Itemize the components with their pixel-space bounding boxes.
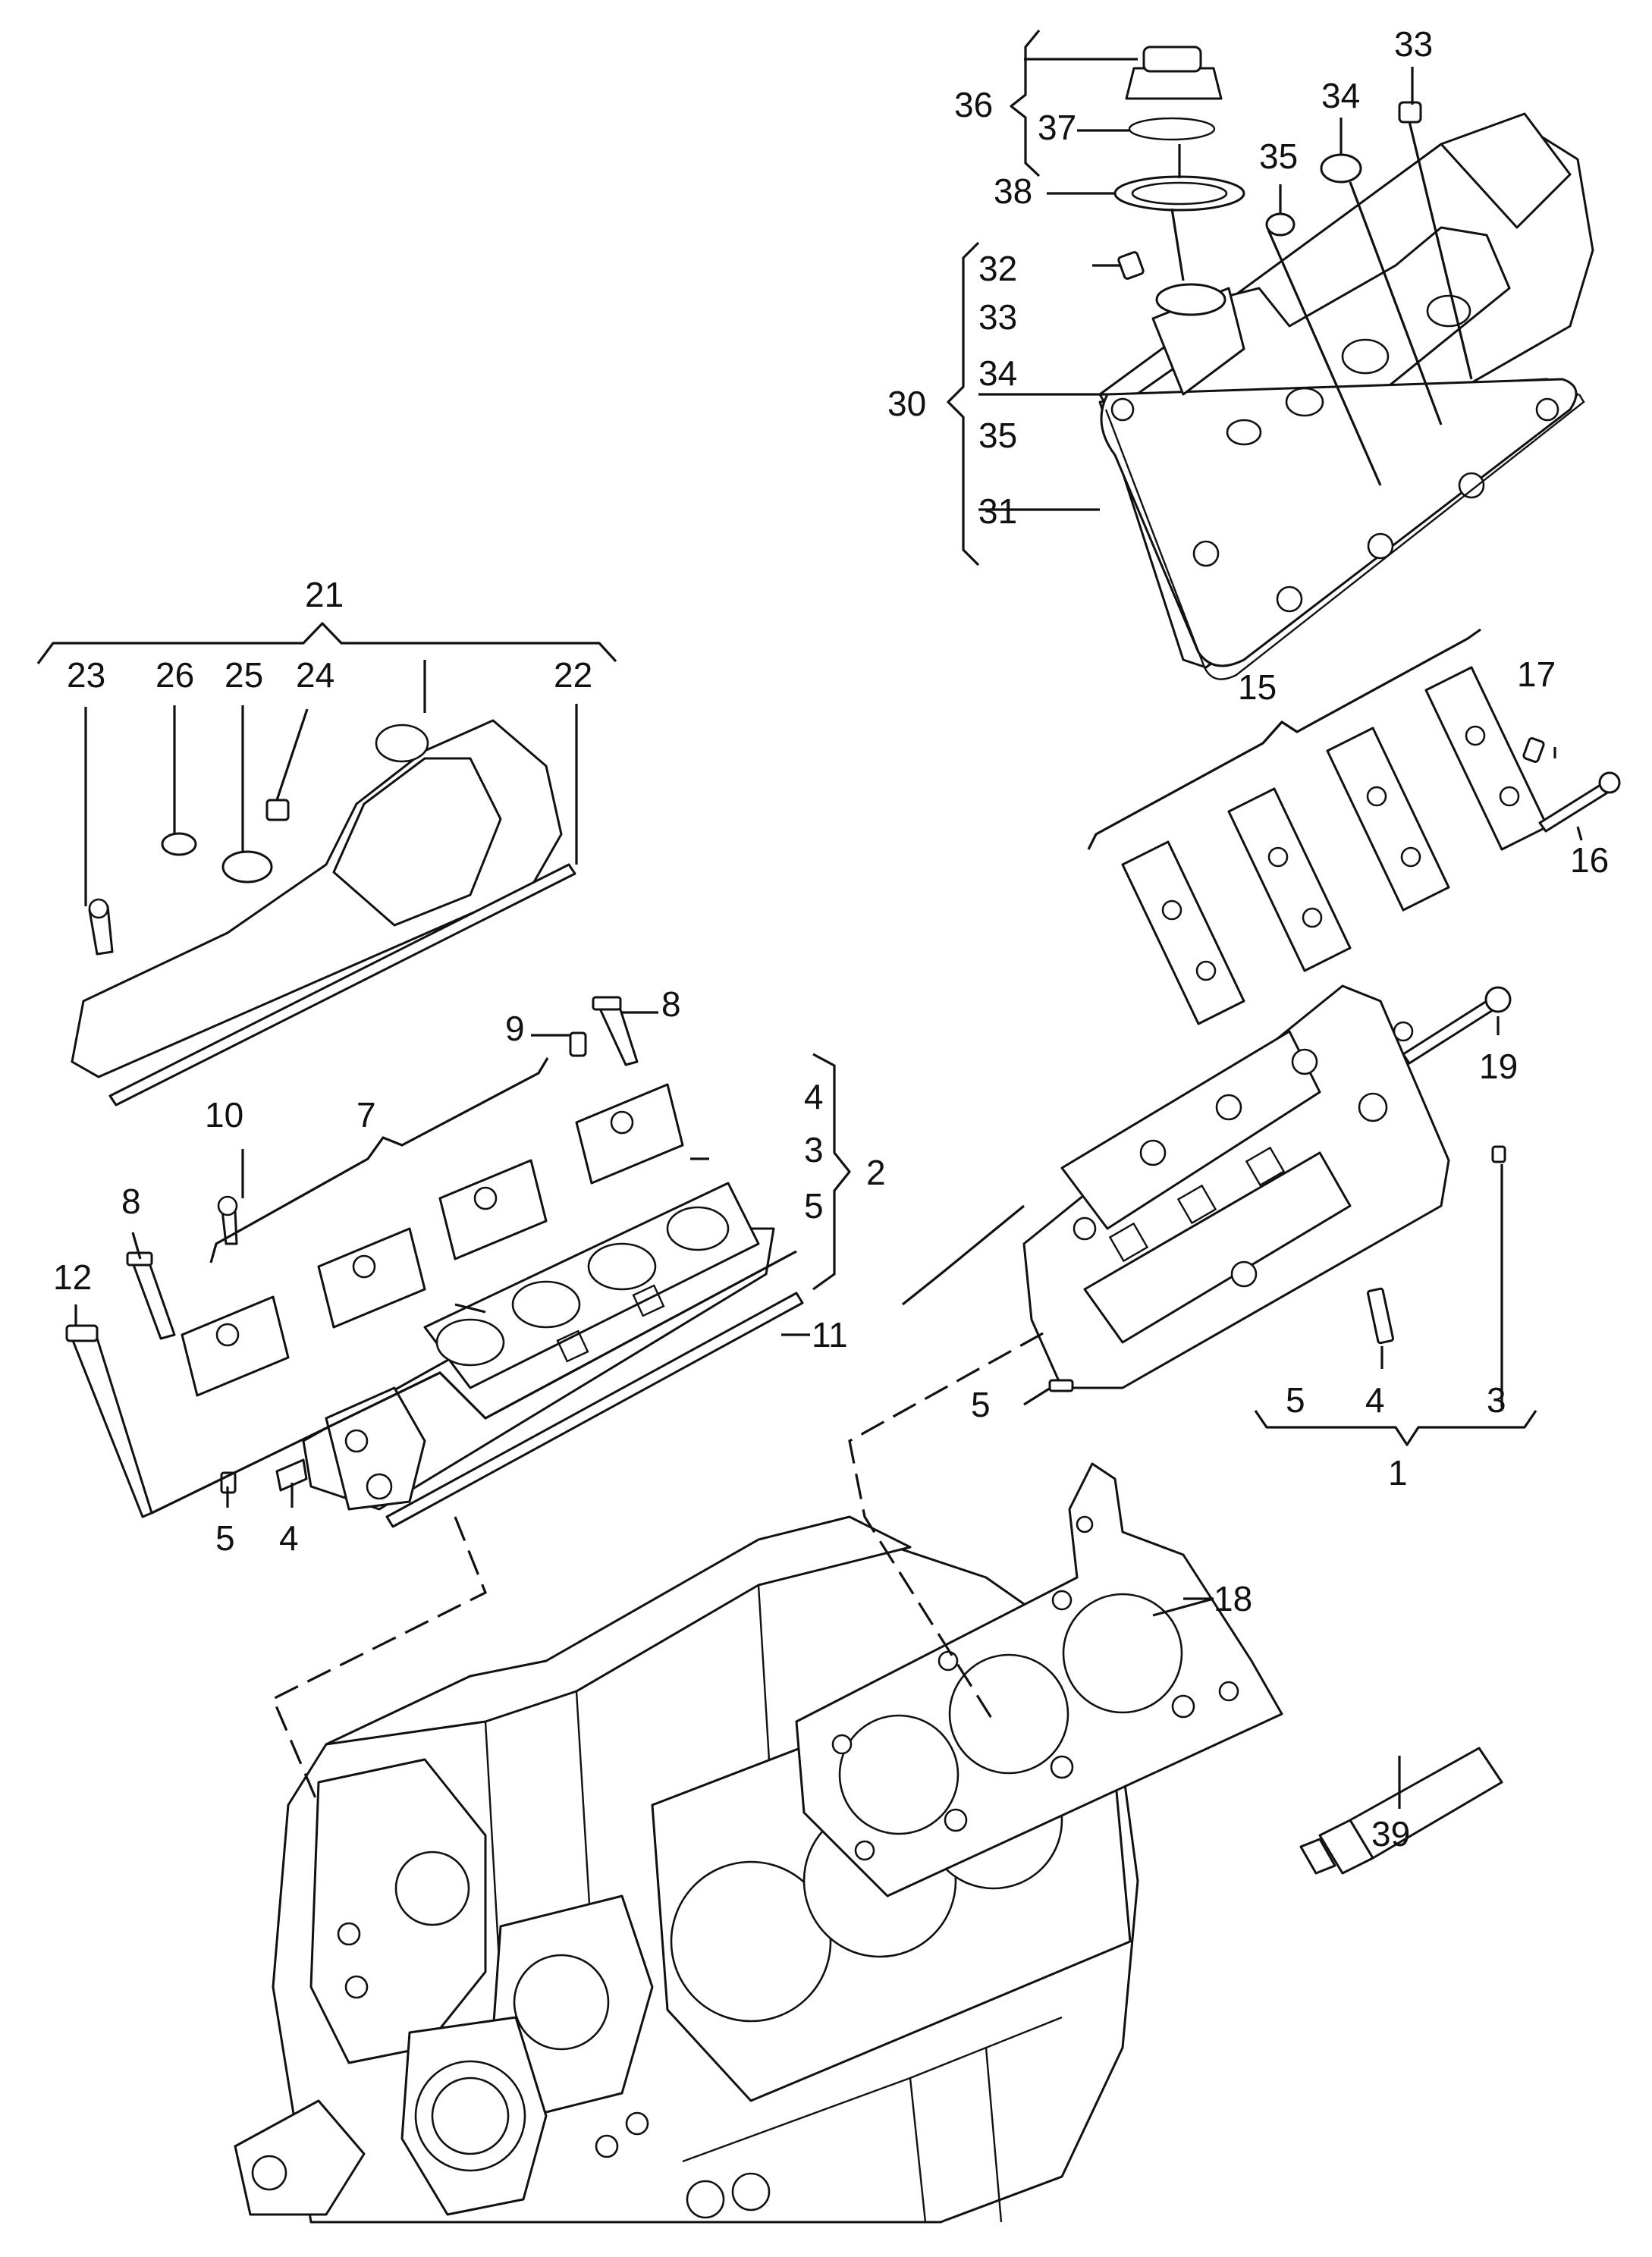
- label-19: 19: [1479, 1047, 1518, 1086]
- valve-cover-right: [1098, 112, 1594, 669]
- label-16: 16: [1570, 840, 1609, 880]
- bearing-caps-left: [181, 1083, 684, 1397]
- label-8-b: 8: [121, 1182, 141, 1221]
- label-35-a: 35: [1259, 137, 1298, 176]
- label-1: 1: [1388, 1453, 1408, 1493]
- label-33-b: 33: [978, 297, 1017, 337]
- label-23: 23: [67, 655, 105, 695]
- cylinder-head-left: [302, 1182, 775, 1511]
- label-36: 36: [954, 85, 993, 124]
- label-11: 11: [812, 1315, 848, 1355]
- group-braces: [36, 29, 1537, 1515]
- label-37: 37: [1038, 108, 1076, 147]
- label-22: 22: [554, 655, 592, 695]
- oil-filler-cap: [1113, 46, 1245, 212]
- label-5-c: 5: [1286, 1380, 1305, 1420]
- gasket-strip-left: [385, 1292, 804, 1528]
- label-38: 38: [994, 171, 1032, 211]
- label-21: 21: [305, 575, 344, 614]
- label-4-a: 4: [804, 1077, 824, 1116]
- label-30: 30: [887, 384, 926, 423]
- label-4-c: 4: [279, 1518, 299, 1558]
- label-10: 10: [205, 1095, 243, 1135]
- label-7: 7: [356, 1095, 376, 1135]
- head-gasket: [795, 1462, 1283, 1898]
- part-number-labels: 36 37 38 32 33 34 30 35 31 33 34 35 21 2…: [53, 24, 1609, 1854]
- label-5-d: 5: [215, 1518, 235, 1558]
- label-26: 26: [155, 655, 194, 695]
- label-33-a: 33: [1394, 24, 1433, 64]
- label-3-b: 3: [1487, 1380, 1506, 1420]
- valve-cover-left: [71, 719, 576, 1107]
- label-25: 25: [225, 655, 263, 695]
- label-32: 32: [978, 249, 1017, 288]
- label-15: 15: [1238, 667, 1277, 707]
- label-34-b: 34: [978, 353, 1017, 393]
- label-5-b: 5: [971, 1385, 991, 1424]
- bore-1: [670, 1860, 832, 2023]
- label-8-a: 8: [661, 984, 681, 1024]
- label-18: 18: [1214, 1579, 1252, 1618]
- label-4-b: 4: [1365, 1380, 1385, 1420]
- bolts-right: [1048, 737, 1621, 1392]
- leader-lines: [74, 58, 1583, 1809]
- label-9: 9: [505, 1009, 525, 1048]
- sealant-tube: [1299, 1747, 1503, 1875]
- label-2: 2: [866, 1153, 886, 1192]
- label-17: 17: [1517, 654, 1556, 694]
- label-34-a: 34: [1321, 76, 1360, 115]
- alignment-lines: [271, 1332, 1044, 1806]
- cylinder-head-right: [1022, 984, 1450, 1389]
- label-31: 31: [978, 491, 1017, 531]
- small-fittings-top: [1117, 101, 1422, 280]
- label-5-a: 5: [804, 1186, 824, 1226]
- label-24: 24: [296, 655, 334, 695]
- bearing-caps-right: [1121, 666, 1549, 1025]
- label-39: 39: [1371, 1814, 1410, 1854]
- label-3-a: 3: [804, 1130, 824, 1169]
- label-35-b: 35: [978, 416, 1017, 455]
- label-12: 12: [53, 1257, 92, 1297]
- valve-cover-gasket-right: [1104, 394, 1585, 680]
